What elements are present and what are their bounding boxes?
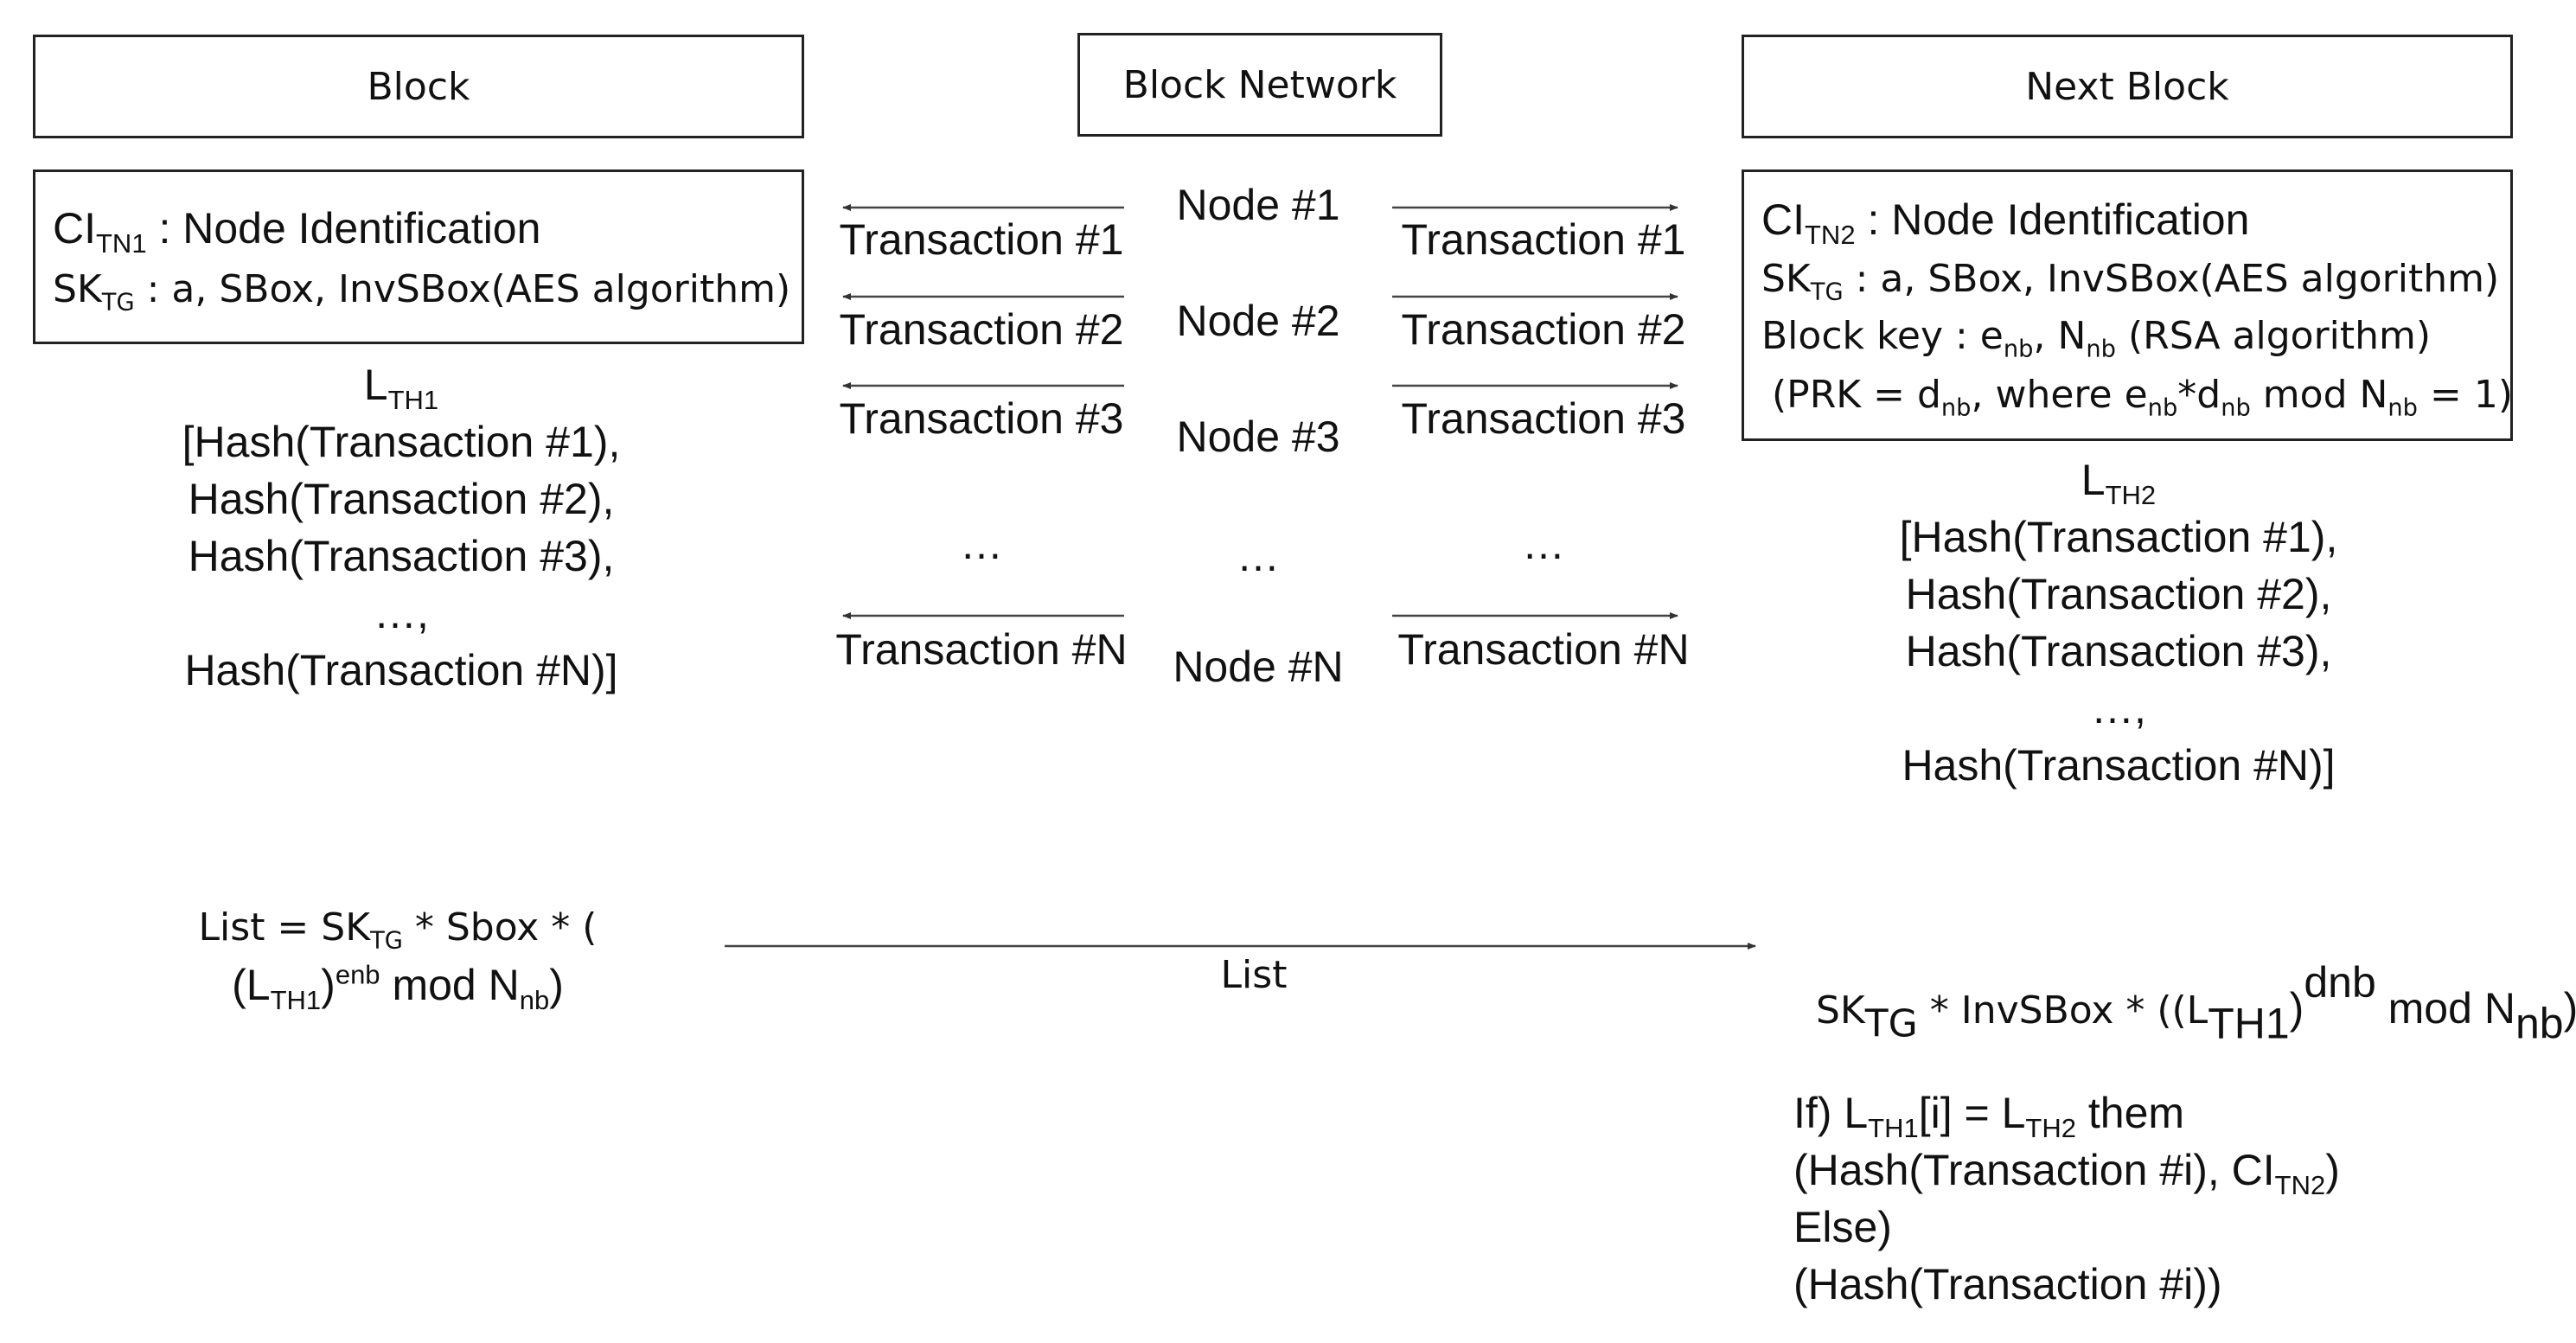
block-node-identification: CITN1 : Node Identification bbox=[53, 204, 541, 259]
list-item: [Hash(Transaction #1), bbox=[182, 418, 621, 466]
block-network-header-box: Block Network bbox=[1077, 33, 1442, 137]
transaction-left-n: Transaction #N bbox=[835, 625, 1128, 674]
next-block-info-box: CITN2 : Node Identification SKTG : a, SB… bbox=[1742, 169, 2513, 441]
node-1: Node #1 bbox=[1176, 181, 1340, 229]
transaction-left-2: Transaction #2 bbox=[839, 305, 1124, 354]
next-block-block-key: Block key : enb, Nnb (RSA algorithm) bbox=[1761, 314, 2432, 363]
condition-block: If) LTH1[i] = LTH2 them (Hash(Transactio… bbox=[1793, 1084, 2340, 1313]
list-item: Hash(Transaction #2), bbox=[1905, 570, 2332, 618]
list-item: …, bbox=[374, 589, 429, 637]
block-hash-list-title: LTH1 bbox=[363, 361, 439, 415]
condition-then: (Hash(Transaction #i), CITN2) bbox=[1793, 1146, 2340, 1200]
node-2: Node #2 bbox=[1176, 297, 1340, 345]
transaction-right-1: Transaction #1 bbox=[1401, 215, 1686, 264]
transaction-left-3: Transaction #3 bbox=[839, 394, 1124, 443]
block-header-box: Block bbox=[33, 35, 804, 138]
block-info-box: CITN1 : Node Identification SKTG : a, SB… bbox=[33, 169, 804, 344]
list-formula-line-2: (LTH1)enb mod Nnb) bbox=[232, 959, 564, 1015]
decrypt-formula: SKTG * InvSBox * ((LTH1)dnb mod Nnb) bbox=[1816, 958, 2576, 1048]
block-hash-list: LTH1 [Hash(Transaction #1), Hash(Transac… bbox=[90, 356, 713, 699]
node-ellipsis: … bbox=[1237, 532, 1280, 580]
next-block-header-box: Next Block bbox=[1742, 35, 2513, 138]
list-item: [Hash(Transaction #1), bbox=[1899, 513, 2338, 561]
next-block-node-identification: CITN2 : Node Identification bbox=[1761, 195, 2250, 250]
transaction-left-1: Transaction #1 bbox=[839, 215, 1124, 264]
list-formula-line-1: List = SKTG * Sbox * ( bbox=[198, 905, 598, 955]
list-arrow-label: List bbox=[1220, 953, 1288, 997]
list-item: Hash(Transaction #3), bbox=[188, 532, 615, 580]
condition-else-result: (Hash(Transaction #i)) bbox=[1793, 1260, 2222, 1308]
block-network-header-label: Block Network bbox=[1122, 62, 1397, 107]
block-secret-key: SKTG : a, SBox, InvSBox(AES algorithm) bbox=[53, 267, 791, 317]
list-item: Hash(Transaction #2), bbox=[188, 475, 615, 523]
transaction-right-2: Transaction #2 bbox=[1401, 305, 1686, 354]
list-formula: List = SKTG * Sbox * ( (LTH1)enb mod Nnb… bbox=[138, 899, 657, 1014]
list-item: Hash(Transaction #N)] bbox=[184, 646, 618, 694]
transaction-right-ellipsis: … bbox=[1522, 520, 1565, 568]
list-item: …, bbox=[2091, 684, 2146, 732]
transaction-right-n: Transaction #N bbox=[1397, 625, 1690, 674]
condition-if: If) LTH1[i] = LTH2 them bbox=[1793, 1089, 2185, 1143]
node-3: Node #3 bbox=[1176, 412, 1340, 461]
next-block-header-label: Next Block bbox=[2025, 64, 2229, 109]
transaction-right-3: Transaction #3 bbox=[1401, 394, 1686, 443]
list-item: Hash(Transaction #N)] bbox=[1902, 741, 2336, 790]
block-header-label: Block bbox=[367, 64, 470, 109]
next-block-hash-list: LTH2 [Hash(Transaction #1), Hash(Transac… bbox=[1807, 451, 2430, 794]
next-block-secret-key: SKTG : a, SBox, InvSBox(AES algorithm) bbox=[1761, 257, 2500, 306]
node-n: Node #N bbox=[1173, 643, 1344, 691]
next-block-private-key: (PRK = dnb, where enb*dnb mod Nnb = 1) bbox=[1772, 373, 2513, 422]
next-block-hash-list-title: LTH2 bbox=[2081, 456, 2157, 510]
transaction-left-ellipsis: … bbox=[960, 520, 1003, 568]
condition-else: Else) bbox=[1793, 1203, 1892, 1251]
list-item: Hash(Transaction #3), bbox=[1905, 627, 2332, 675]
